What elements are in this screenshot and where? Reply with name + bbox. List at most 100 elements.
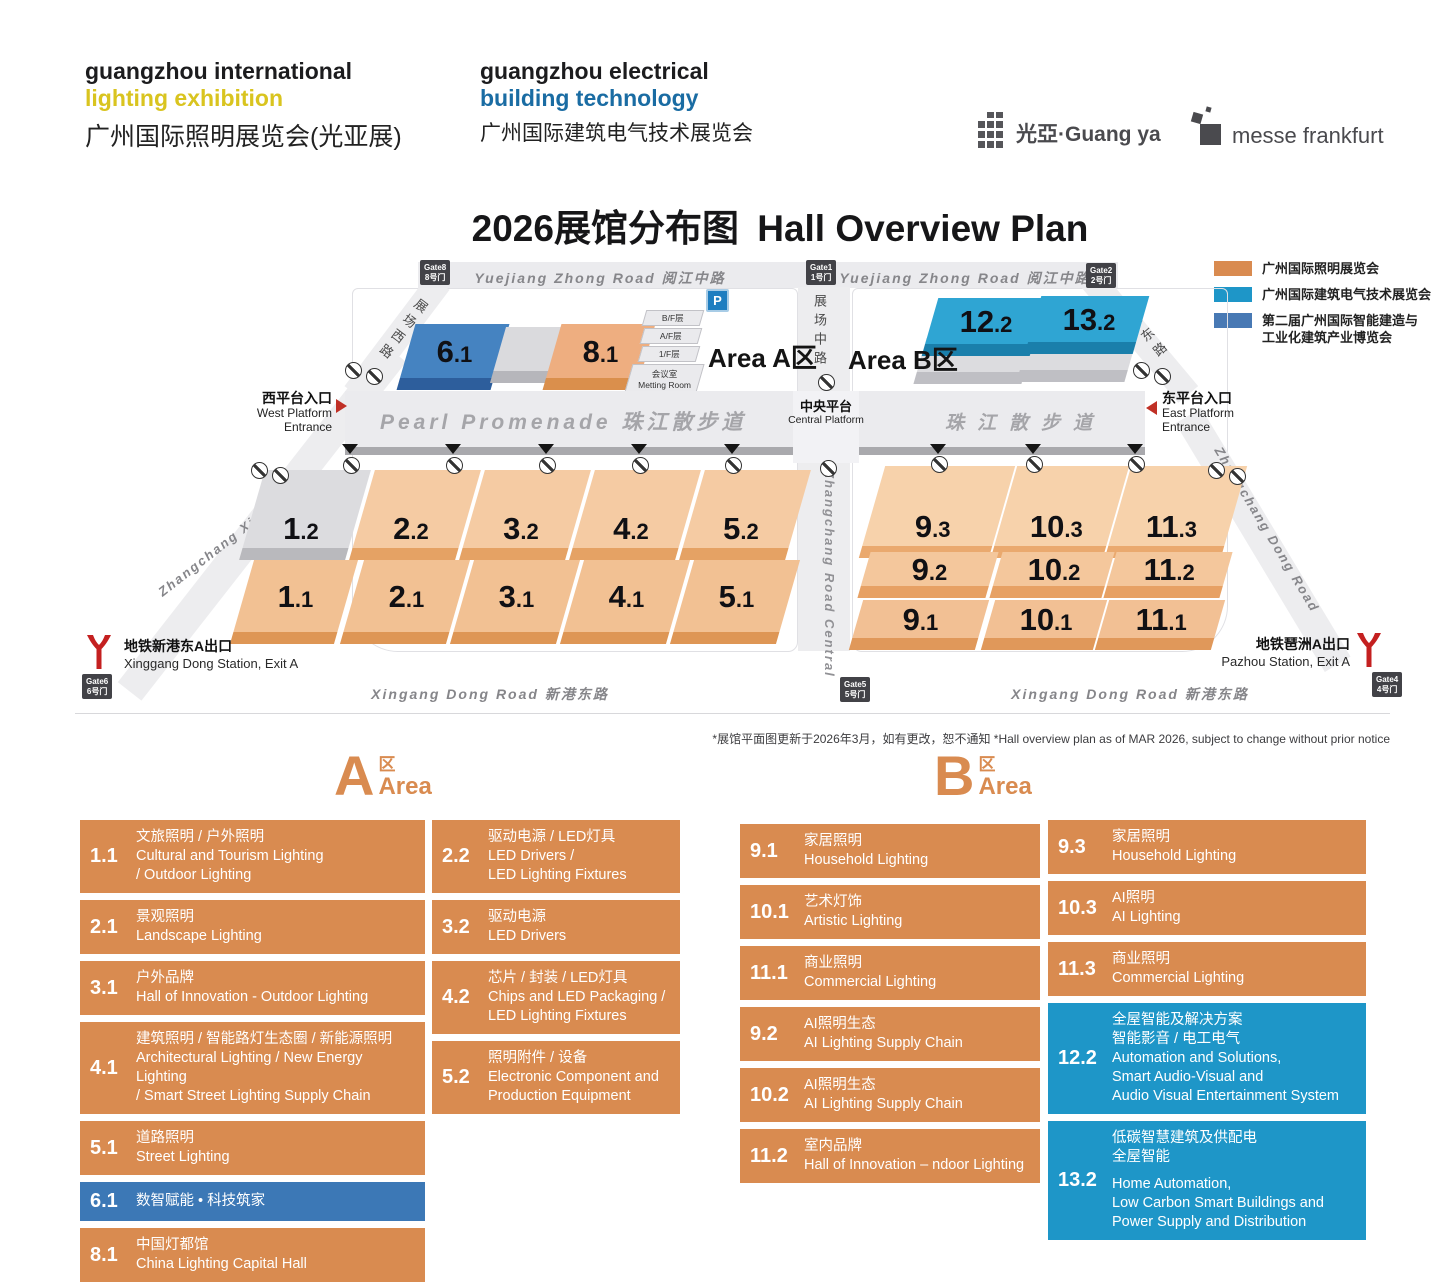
hall-11-2: 11.2 <box>1103 552 1233 598</box>
hall-number: 10.1 <box>750 900 789 923</box>
road-label-yuejiang-left: Yuejiang Zhong Road 阅江中路 <box>474 270 726 286</box>
hall-number: 11.1 <box>750 961 788 984</box>
hall-9-1: 9.1 <box>848 600 990 650</box>
section-a-area-word: Area <box>378 773 432 800</box>
promenade-entry-arrow-icon <box>930 444 946 454</box>
meeting-room-label: 会议室 Metting Room <box>637 369 691 390</box>
escalator-icon <box>818 374 835 391</box>
hall-number: 13.2 <box>1058 1169 1097 1191</box>
hall-10-1: 10.1 <box>980 600 1108 650</box>
road-label-central-cn: 展场中路 <box>812 294 827 370</box>
page-title-en: Hall Overview Plan <box>757 208 1089 249</box>
hall-1-1-label: 1.1 <box>277 578 314 614</box>
escalator-icon <box>632 457 649 474</box>
section-a-letter: A <box>334 744 375 807</box>
lighting-exhibition-logo: guangzhou international lighting exhibit… <box>85 58 402 153</box>
messe-frankfurt-logo: messe frankfurt <box>1190 106 1384 153</box>
hall-number: 12.2 <box>1058 1047 1097 1069</box>
pazhou-station-label: 地铁琶洲A出口 Pazhou Station, Exit A <box>1140 635 1350 670</box>
hall-number: 9.2 <box>750 1022 778 1045</box>
metro-logo-icon <box>1356 632 1382 673</box>
area-b-label: Area B区 <box>848 345 958 375</box>
guangya-logo: 光亞·Guang ya <box>978 112 1161 153</box>
map-legend: 广州国际照明展览会 广州国际建筑电气技术展览会 第二届广州国际智能建造与 工业化… <box>1214 260 1434 355</box>
hall-10-3-label: 10.3 <box>1029 509 1083 544</box>
central-platform-label: 中央平台 Central Platform <box>783 399 869 427</box>
promenade-entry-arrow-icon <box>538 444 554 454</box>
section-a-sub: 区 Area <box>378 750 431 802</box>
legend-swatch-orange <box>1214 261 1252 276</box>
escalator-icon <box>1133 362 1150 379</box>
hall-4-2-label: 4.2 <box>613 511 649 546</box>
xinggang-dong-station-label: 地铁新港东A出口 Xinggang Dong Station, Exit A <box>124 637 298 672</box>
page-title-zh: 2026展馆分布图 <box>471 208 739 249</box>
gate-2-zh: 2号门 <box>1090 275 1112 285</box>
hall-9-3: 9.3 <box>858 466 1016 558</box>
hall-number: 3.1 <box>90 976 118 999</box>
section-a-header: A 区 Area <box>334 744 432 807</box>
hall-8-1-label: 8.1 <box>582 333 619 369</box>
map-footnote: *展馆平面图更新于2026年3月，如有更改，恕不通知 *Hall overvie… <box>712 732 1390 746</box>
station-en: Pazhou Station, Exit A <box>1221 654 1350 669</box>
logo-line: guangzhou international <box>85 58 353 84</box>
hall-13-2-label: 13.2 <box>1062 301 1116 337</box>
east-platform-entrance-label: 东平台入口 East Platform Entrance <box>1162 390 1272 434</box>
gate-4-zh: 4号门 <box>1376 684 1398 694</box>
hall-9-2: 9.2 <box>857 552 999 598</box>
east-entrance-arrow-icon <box>1146 401 1157 415</box>
hall-number: 5.2 <box>442 1066 470 1088</box>
hall-number: 10.3 <box>1058 896 1097 919</box>
gate-8-zh: 8号门 <box>424 272 446 282</box>
hall-number: 9.1 <box>750 839 778 862</box>
hall-10-2: 10.2 <box>989 552 1115 598</box>
hall-1-2-label: 1.2 <box>283 511 319 546</box>
logo-line: lighting exhibition <box>85 85 284 111</box>
east-entrance-en: East Platform Entrance <box>1162 406 1235 434</box>
road-label-xingang-left: Xingang Dong Road 新港东路 <box>371 686 609 702</box>
west-entrance-arrow-icon <box>336 399 347 413</box>
gate-6-en: Gate6 <box>86 677 109 686</box>
promenade-edge <box>345 447 1145 455</box>
legend-item: 广州国际建筑电气技术展览会 <box>1214 286 1434 303</box>
promenade-entry-arrow-icon <box>1127 444 1143 454</box>
metro-logo-icon <box>86 634 112 675</box>
hall-number: 9.3 <box>1058 835 1086 858</box>
promenade-entry-arrow-icon <box>445 444 461 454</box>
promenade-entry-arrow-icon <box>342 444 358 454</box>
guangya-wordmark: 光亞·Guang ya <box>1016 122 1161 146</box>
building-technology-logo: guangzhou electrical building technology… <box>480 58 753 147</box>
hall-number: 3.2 <box>442 915 470 938</box>
pearl-promenade <box>345 391 1145 447</box>
legend-label: 第二届广州国际智能建造与 工业化建筑产业博览会 <box>1262 313 1419 345</box>
section-b-header: B 区 Area <box>934 748 1032 804</box>
stairs-icon <box>1229 468 1246 485</box>
hall-12-2-label: 12.2 <box>959 303 1013 339</box>
logo-line: 广州国际建筑电气技术展览会 <box>480 122 753 145</box>
hall-13-2: 13.2 <box>1024 296 1150 354</box>
section-b-area-word: Area <box>978 773 1032 800</box>
station-zh: 地铁新港东A出口 <box>124 638 233 654</box>
promenade-label-west: Pearl Promenade 珠江散步道 <box>380 411 747 434</box>
